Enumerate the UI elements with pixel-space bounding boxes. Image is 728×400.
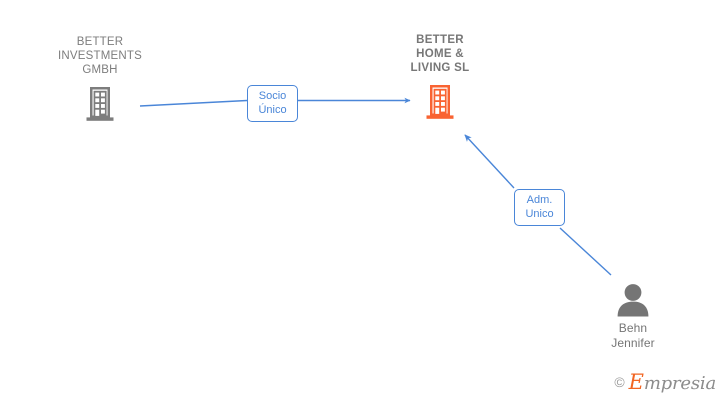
node-better-home-living-sl[interactable]: BETTER HOME & LIVING SL [375,33,505,120]
company-building-icon [375,80,505,120]
empresia-watermark: © Empresia [614,370,716,394]
node-behn-jennifer[interactable]: Behn Jennifer [568,283,698,351]
edge-line-adm-unico-lower [559,227,612,276]
empresia-logo: Empresia [628,370,717,394]
edge-label-socio-unico[interactable]: Socio Único [247,85,298,122]
empresia-logo-initial: E [628,370,644,394]
node-better-investments-gmbh[interactable]: BETTER INVESTMENTS GMBH [35,35,165,122]
node-label-better-home-living-sl: BETTER HOME & LIVING SL [410,34,470,74]
edge-label-adm-unico[interactable]: Adm. Unico [514,189,565,226]
copyright-icon: © [614,374,625,390]
node-label-better-investments-gmbh: BETTER INVESTMENTS GMBH [58,36,142,76]
person-icon [568,283,698,317]
node-label-behn-jennifer: Behn Jennifer [611,321,655,350]
edge-line-adm-unico-upper [464,134,515,189]
company-building-icon [35,82,165,122]
empresia-logo-rest: mpresia [643,373,716,394]
